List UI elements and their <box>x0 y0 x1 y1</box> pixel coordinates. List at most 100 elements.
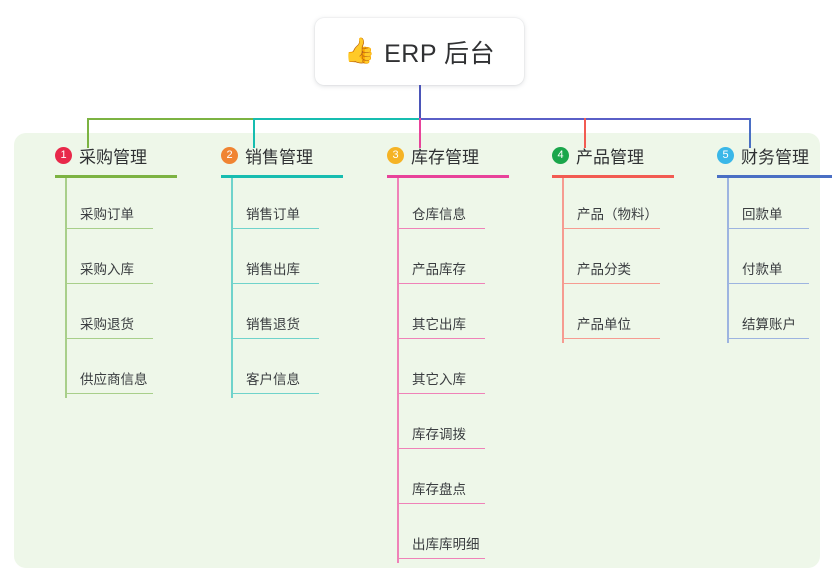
leaf-item[interactable]: 其它出库 <box>364 288 514 343</box>
leaf-underline <box>562 282 660 284</box>
leaf-spine <box>727 178 729 343</box>
leaf-label: 采购订单 <box>80 207 134 222</box>
root-node[interactable]: 👍 ERP 后台 <box>315 18 524 85</box>
branch-number-badge: 2 <box>221 146 238 164</box>
branch-underline <box>55 175 177 178</box>
root-title: ERP 后台 <box>384 39 496 68</box>
leaf-spine <box>65 178 67 398</box>
leaf-underline <box>231 227 319 229</box>
leaf-item[interactable]: 回款单 <box>694 178 829 233</box>
leaf-underline <box>397 337 485 339</box>
leaf-label: 产品（物料） <box>577 207 658 222</box>
branch-title: 产品管理 <box>576 147 644 167</box>
leaf-underline <box>65 282 153 284</box>
leaf-label: 库存调拨 <box>412 427 466 442</box>
leaf-underline <box>397 502 485 504</box>
leaf-underline <box>727 337 809 339</box>
leaf-item[interactable]: 仓库信息 <box>364 178 514 233</box>
branch-number-badge: 1 <box>55 146 72 164</box>
leaf-list: 产品（物料） 产品分类产品单位 <box>529 178 679 343</box>
branch-underline <box>387 175 509 178</box>
leaf-underline <box>397 392 485 394</box>
branch-title: 财务管理 <box>741 147 809 167</box>
leaf-label: 其它入库 <box>412 372 466 387</box>
leaf-underline <box>231 337 319 339</box>
leaf-item[interactable]: 产品单位 <box>529 288 679 343</box>
bus-segment-mid <box>253 118 419 120</box>
leaf-underline <box>397 447 485 449</box>
leaf-label: 销售订单 <box>246 207 300 222</box>
leaf-spine <box>397 178 399 563</box>
leaf-item[interactable]: 销售订单 <box>198 178 348 233</box>
leaf-item[interactable]: 其它入库 <box>364 343 514 398</box>
branch-title: 库存管理 <box>411 147 479 167</box>
branch-connector-1 <box>87 118 89 148</box>
leaf-item[interactable]: 产品（物料） <box>529 178 679 233</box>
leaf-item[interactable]: 供应商信息 <box>32 343 182 398</box>
leaf-label: 销售退货 <box>246 317 300 332</box>
leaf-label: 付款单 <box>742 262 783 277</box>
leaf-item[interactable]: 采购退货 <box>32 288 182 343</box>
leaf-item[interactable]: 付款单 <box>694 233 829 288</box>
branch-title: 销售管理 <box>245 147 313 167</box>
leaf-label: 其它出库 <box>412 317 466 332</box>
leaf-item[interactable]: 产品分类 <box>529 233 679 288</box>
leaf-label: 采购入库 <box>80 262 134 277</box>
branch-underline <box>221 175 343 178</box>
leaf-underline <box>397 557 485 559</box>
leaf-item[interactable]: 出库库明细 <box>364 508 514 563</box>
leaf-underline <box>397 282 485 284</box>
leaf-label: 产品库存 <box>412 262 466 277</box>
leaf-spine <box>562 178 564 343</box>
leaf-item[interactable]: 销售出库 <box>198 233 348 288</box>
branch-underline <box>717 175 832 178</box>
branch-header-3[interactable]: 3 库存管理 <box>364 142 514 168</box>
branch-connector-5 <box>749 118 751 148</box>
branch-connector-2 <box>253 118 255 148</box>
leaf-underline <box>231 282 319 284</box>
leaf-item[interactable]: 客户信息 <box>198 343 348 398</box>
leaf-underline <box>727 282 809 284</box>
leaf-label: 供应商信息 <box>80 372 148 387</box>
leaf-item[interactable]: 结算账户 <box>694 288 829 343</box>
leaf-underline <box>65 392 153 394</box>
leaf-label: 产品分类 <box>577 262 631 277</box>
leaf-list: 采购订单采购入库采购退货供应商信息 <box>32 178 182 398</box>
branch-connector-3 <box>419 118 421 148</box>
leaf-item[interactable]: 销售退货 <box>198 288 348 343</box>
leaf-label: 销售出库 <box>246 262 300 277</box>
leaf-underline <box>65 227 153 229</box>
branch-underline <box>552 175 674 178</box>
leaf-label: 库存盘点 <box>412 482 466 497</box>
leaf-label: 客户信息 <box>246 372 300 387</box>
branch-number-badge: 5 <box>717 146 734 164</box>
leaf-list: 回款单付款单结算账户 <box>694 178 829 343</box>
branch-header-5[interactable]: 5 财务管理 <box>694 142 829 168</box>
leaf-underline <box>397 227 485 229</box>
leaf-underline <box>562 227 660 229</box>
leaf-spine <box>231 178 233 398</box>
leaf-label: 仓库信息 <box>412 207 466 222</box>
leaf-item[interactable]: 库存调拨 <box>364 398 514 453</box>
branch-column: 3 库存管理仓库信息产品库存其它出库其它入库库存调拨库存盘点出库库明细 <box>364 142 514 563</box>
leaf-list: 销售订单销售出库销售退货客户信息 <box>198 178 348 398</box>
root-connector <box>419 85 421 120</box>
leaf-item[interactable]: 库存盘点 <box>364 453 514 508</box>
leaf-item[interactable]: 采购入库 <box>32 233 182 288</box>
bus-segment-left <box>87 118 253 120</box>
leaf-underline <box>65 337 153 339</box>
branch-column: 5 财务管理回款单付款单结算账户 <box>694 142 832 343</box>
branch-number-badge: 3 <box>387 146 404 164</box>
branch-header-2[interactable]: 2 销售管理 <box>198 142 348 168</box>
leaf-label: 产品单位 <box>577 317 631 332</box>
leaf-item[interactable]: 采购订单 <box>32 178 182 233</box>
leaf-label: 回款单 <box>742 207 783 222</box>
branch-column: 2 销售管理销售订单销售出库销售退货客户信息 <box>198 142 348 398</box>
leaf-item[interactable]: 产品库存 <box>364 233 514 288</box>
branch-connector-4 <box>584 118 586 148</box>
